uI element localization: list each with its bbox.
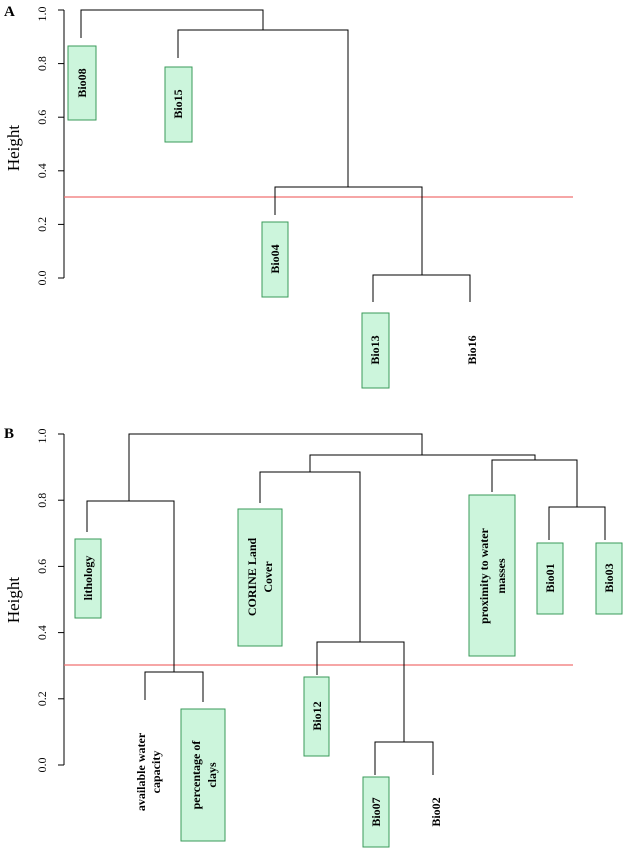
y-axis-a: 0.0 0.2 0.4 0.6 0.8 1.0 Height — [4, 7, 65, 286]
y-tick-label-b-0: 0.0 — [35, 758, 49, 773]
leaf-label-clays-line1: percentage of — [189, 740, 203, 810]
leaf-label-corine-line1: CORINE Land — [245, 537, 259, 616]
y-tick-label-a-5: 1.0 — [35, 7, 49, 22]
y-axis-title-a: Height — [4, 125, 23, 172]
leaf-b-lithology: lithology — [74, 538, 102, 619]
leaf-label-bio12: Bio12 — [310, 701, 324, 730]
leaf-b-bio07: Bio07 — [362, 776, 390, 848]
leaf-label-bio04: Bio04 — [268, 244, 282, 273]
leaf-b-corine-land-cover: CORINE Land Cover — [237, 508, 283, 647]
leaf-a-bio16: Bio16 — [465, 335, 479, 364]
y-tick-label-a-0: 0.0 — [35, 271, 49, 286]
leaf-box-b-lithology — [74, 538, 102, 619]
leaf-box-b-bio07 — [362, 776, 390, 848]
leaf-a-bio15: Bio15 — [164, 66, 193, 143]
leaf-label-available-water-line1: available water — [134, 732, 148, 811]
leaf-box-a-bio04 — [261, 221, 289, 298]
branch-b-lithology — [86, 500, 175, 672]
branches-a — [80, 9, 471, 302]
branches-b — [86, 433, 606, 775]
panel-a: A 0.0 0.2 0.4 0.6 0.8 1.0 Height — [4, 4, 573, 389]
leaf-b-bio03: Bio03 — [595, 542, 623, 615]
leaf-label-bio13: Bio13 — [368, 335, 382, 364]
y-axis-b: 0.0 0.2 0.4 0.6 0.8 1.0 Height — [4, 429, 65, 773]
leaf-box-b-proximity — [468, 494, 516, 657]
y-tick-label-a-2: 0.4 — [35, 163, 49, 178]
branch-b-bio01-bio03 — [548, 506, 606, 540]
branch-b-water-clays — [144, 671, 204, 702]
leaf-box-a-bio13 — [361, 312, 390, 389]
leaf-b-bio01: Bio01 — [536, 542, 564, 615]
leaf-a-bio08: Bio08 — [67, 45, 97, 121]
leaf-label-bio02: Bio02 — [429, 797, 443, 826]
y-tick-label-b-4: 0.8 — [35, 493, 49, 508]
y-tick-label-a-4: 0.8 — [35, 56, 49, 71]
leaf-label-bio07: Bio07 — [369, 797, 383, 826]
panel-label-b: B — [4, 426, 14, 442]
y-tick-label-b-5: 1.0 — [35, 429, 49, 444]
leaf-label-proximity-line1: proximity to water — [477, 527, 491, 623]
branch-b-corine — [259, 471, 361, 642]
branch-a-bio15 — [177, 29, 349, 187]
y-tick-label-b-2: 0.4 — [35, 625, 49, 640]
y-tick-label-a-1: 0.2 — [35, 217, 49, 232]
leaf-b-bio02: Bio02 — [429, 797, 443, 826]
leaf-b-proximity-to-water-masses: proximity to water masses — [468, 494, 516, 657]
leaf-label-bio03: Bio03 — [602, 563, 616, 592]
leaf-label-clays-line2: clays — [205, 762, 219, 788]
leaf-b-bio12: Bio12 — [303, 676, 330, 757]
leaf-label-lithology: lithology — [81, 556, 95, 601]
leaf-a-bio13: Bio13 — [361, 312, 390, 389]
branch-b-root — [128, 433, 423, 501]
leaf-b-percentage-of-clays: percentage of clays — [180, 708, 226, 842]
branch-a-root — [80, 9, 264, 38]
leaf-label-bio16: Bio16 — [465, 335, 479, 364]
leaf-a-bio04: Bio04 — [261, 221, 289, 298]
leaf-box-a-bio08 — [67, 45, 97, 121]
y-axis-title-b: Height — [4, 577, 23, 624]
branch-a-bio04 — [274, 186, 423, 275]
leaf-box-b-clays — [180, 708, 226, 842]
panel-b: B 0.0 0.2 0.4 0.6 0.8 1.0 Height — [4, 426, 623, 848]
leaf-label-bio15: Bio15 — [171, 89, 185, 118]
leaf-label-bio01: Bio01 — [543, 563, 557, 592]
leaf-box-a-bio15 — [164, 66, 193, 143]
leaf-label-corine-line2: Cover — [261, 561, 275, 593]
leaf-label-available-water-line2: capacity — [149, 751, 163, 794]
branch-b-proximity — [491, 459, 578, 507]
y-tick-label-a-3: 0.6 — [35, 110, 49, 125]
leaf-label-proximity-line2: masses — [494, 558, 508, 594]
branch-b-bio12 — [316, 641, 405, 742]
y-tick-label-b-3: 0.6 — [35, 559, 49, 574]
branch-a-bio13-bio16 — [372, 274, 471, 302]
leaf-b-available-water-capacity: available water capacity — [134, 732, 163, 811]
leaf-box-b-corine — [237, 508, 283, 647]
leaf-box-b-bio03 — [595, 542, 623, 615]
leaf-label-bio08: Bio08 — [75, 68, 89, 97]
branch-b-bio07-bio02 — [374, 741, 434, 775]
y-tick-label-b-1: 0.2 — [35, 691, 49, 706]
leaf-box-b-bio01 — [536, 542, 564, 615]
panel-label-a: A — [4, 4, 15, 20]
branch-b-right-split — [309, 454, 536, 472]
leaf-box-b-bio12 — [303, 676, 330, 757]
